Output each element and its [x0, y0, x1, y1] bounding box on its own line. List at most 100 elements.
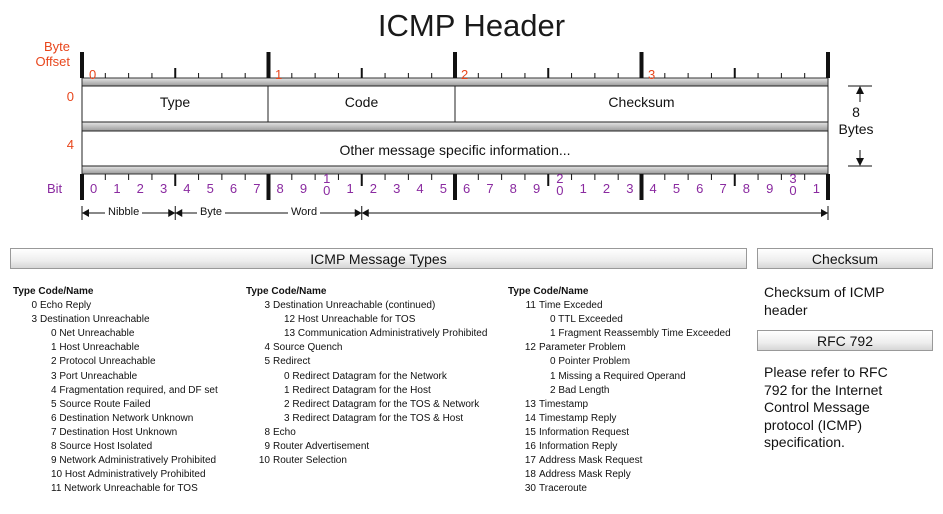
message-type-row: 9 Network Administratively Prohibited — [13, 454, 218, 468]
bit-number: 2 — [136, 181, 144, 196]
column-header: Type Code/Name — [13, 285, 218, 299]
nibble-span-arrow-left — [82, 209, 89, 217]
checksum-panel-title: Checksum — [757, 248, 933, 269]
bit-number: 0 — [90, 181, 98, 196]
byte-marker-3: 3 — [648, 67, 656, 82]
message-type-row: 0 Pointer Problem — [508, 355, 731, 369]
field-checksum: Checksum — [608, 94, 675, 110]
message-type-number: 18 — [524, 469, 536, 481]
message-type-number: 3 — [31, 314, 37, 326]
message-type-name: Timestamp — [539, 398, 589, 410]
bit-number: 6 — [463, 181, 471, 196]
message-type-row: 4 Fragmentation required, and DF set — [13, 384, 218, 398]
message-code-name: 3 Port Unreachable — [51, 370, 138, 382]
message-type-name: Address Mask Request — [539, 455, 643, 467]
byte-marker-1: 1 — [275, 67, 283, 82]
message-type-number: 8 — [264, 426, 270, 438]
rfc-panel-text: Please refer to RFC 792 for the Internet… — [764, 364, 888, 450]
message-code-name: 0 Pointer Problem — [550, 356, 631, 368]
message-type-number: 9 — [264, 441, 270, 453]
column-header-code: Code/Name — [35, 286, 94, 297]
word-span-arrow-right — [821, 209, 828, 217]
bit-number: 5 — [672, 181, 681, 196]
message-type-number: 11 — [525, 300, 536, 312]
message-type-number: 14 — [524, 412, 536, 424]
message-type-name: Timestamp Reply — [539, 412, 617, 424]
byte-marker-2: 2 — [461, 67, 469, 82]
bit-number: 3 — [393, 181, 401, 196]
message-type-name: Information Request — [539, 426, 630, 438]
message-type-row: 2 Bad Length — [508, 384, 731, 398]
message-type-name: Redirect — [273, 356, 311, 368]
message-type-row: 0 TTL Exceeded — [508, 313, 731, 327]
nibble-span-arrow-right — [168, 209, 176, 217]
unit-nibble: Nibble — [105, 206, 143, 218]
header-bottom-bar — [81, 165, 829, 175]
header-top-bar — [81, 77, 829, 87]
message-code-name: 2 Protocol Unreachable — [51, 356, 156, 368]
field-type: Type — [159, 94, 191, 110]
message-code-name: 0 TTL Exceeded — [550, 314, 623, 326]
message-type-number: 16 — [524, 441, 536, 453]
message-code-name: 8 Source Host Isolated — [51, 441, 153, 453]
message-type-row: 3 Port Unreachable — [13, 370, 218, 384]
unit-word: Word — [288, 206, 321, 218]
message-code-name: 12 Host Unreachable for TOS — [284, 314, 416, 326]
message-type-number: 12 — [524, 342, 536, 354]
bit-number: 5 — [439, 181, 447, 196]
message-type-row: 0 Net Unreachable — [13, 327, 218, 341]
message-type-row: 2 Redirect Datagram for the TOS & Networ… — [246, 398, 487, 412]
message-code-name: 3 Redirect Datagram for the TOS & Host — [284, 412, 464, 424]
message-code-name: 5 Source Route Failed — [51, 398, 151, 410]
message-type-name: Parameter Problem — [539, 342, 626, 354]
bit-number: 9 — [299, 181, 308, 196]
message-type-name: Information Reply — [539, 441, 618, 453]
message-type-row: 1 Redirect Datagram for the Host — [246, 384, 487, 398]
message-code-name: 0 Redirect Datagram for the Network — [284, 370, 447, 382]
message-code-name: 1 Host Unreachable — [51, 342, 140, 354]
message-code-name: 11 Network Unreachable for TOS — [51, 483, 198, 495]
bit-number: 1 — [346, 181, 354, 196]
message-code-name: 6 Destination Network Unknown — [51, 412, 194, 424]
column-header-type: Type — [246, 286, 269, 297]
bit-number: 9 — [532, 181, 541, 196]
byte-offset-label-line1: Byte — [43, 39, 70, 54]
unit-byte: Byte — [197, 206, 226, 218]
bit-digit: 2 — [556, 171, 564, 186]
bit-number: 1 — [113, 181, 121, 196]
bit-digit: 0 — [556, 183, 564, 198]
bit-number: 2 — [369, 181, 378, 196]
message-type-row: 6 Destination Network Unknown — [13, 412, 218, 426]
bit-number: 6 — [229, 181, 238, 196]
bit-number: 1 — [579, 181, 587, 196]
message-type-name: Router Selection — [273, 455, 347, 467]
bit-number: 4 — [183, 181, 191, 196]
message-type-row: 1 Missing a Required Operand — [508, 370, 731, 384]
message-type-row: 5 Source Route Failed — [13, 398, 218, 412]
message-code-name: 2 Redirect Datagram for the TOS & Networ… — [284, 398, 480, 410]
bit-number: 3 — [626, 181, 634, 196]
message-type-row: 2 Protocol Unreachable — [13, 355, 218, 369]
message-type-number: 10 — [258, 455, 270, 467]
rfc-panel-title: RFC 792 — [757, 330, 933, 351]
message-type-row: 10 Host Administratively Prohibited — [13, 468, 218, 482]
bit-number: 3 — [159, 181, 168, 196]
byte-marker-0: 0 — [89, 67, 97, 82]
column-header-code: Code/Name — [530, 286, 589, 297]
bit-number: 8 — [742, 181, 751, 196]
